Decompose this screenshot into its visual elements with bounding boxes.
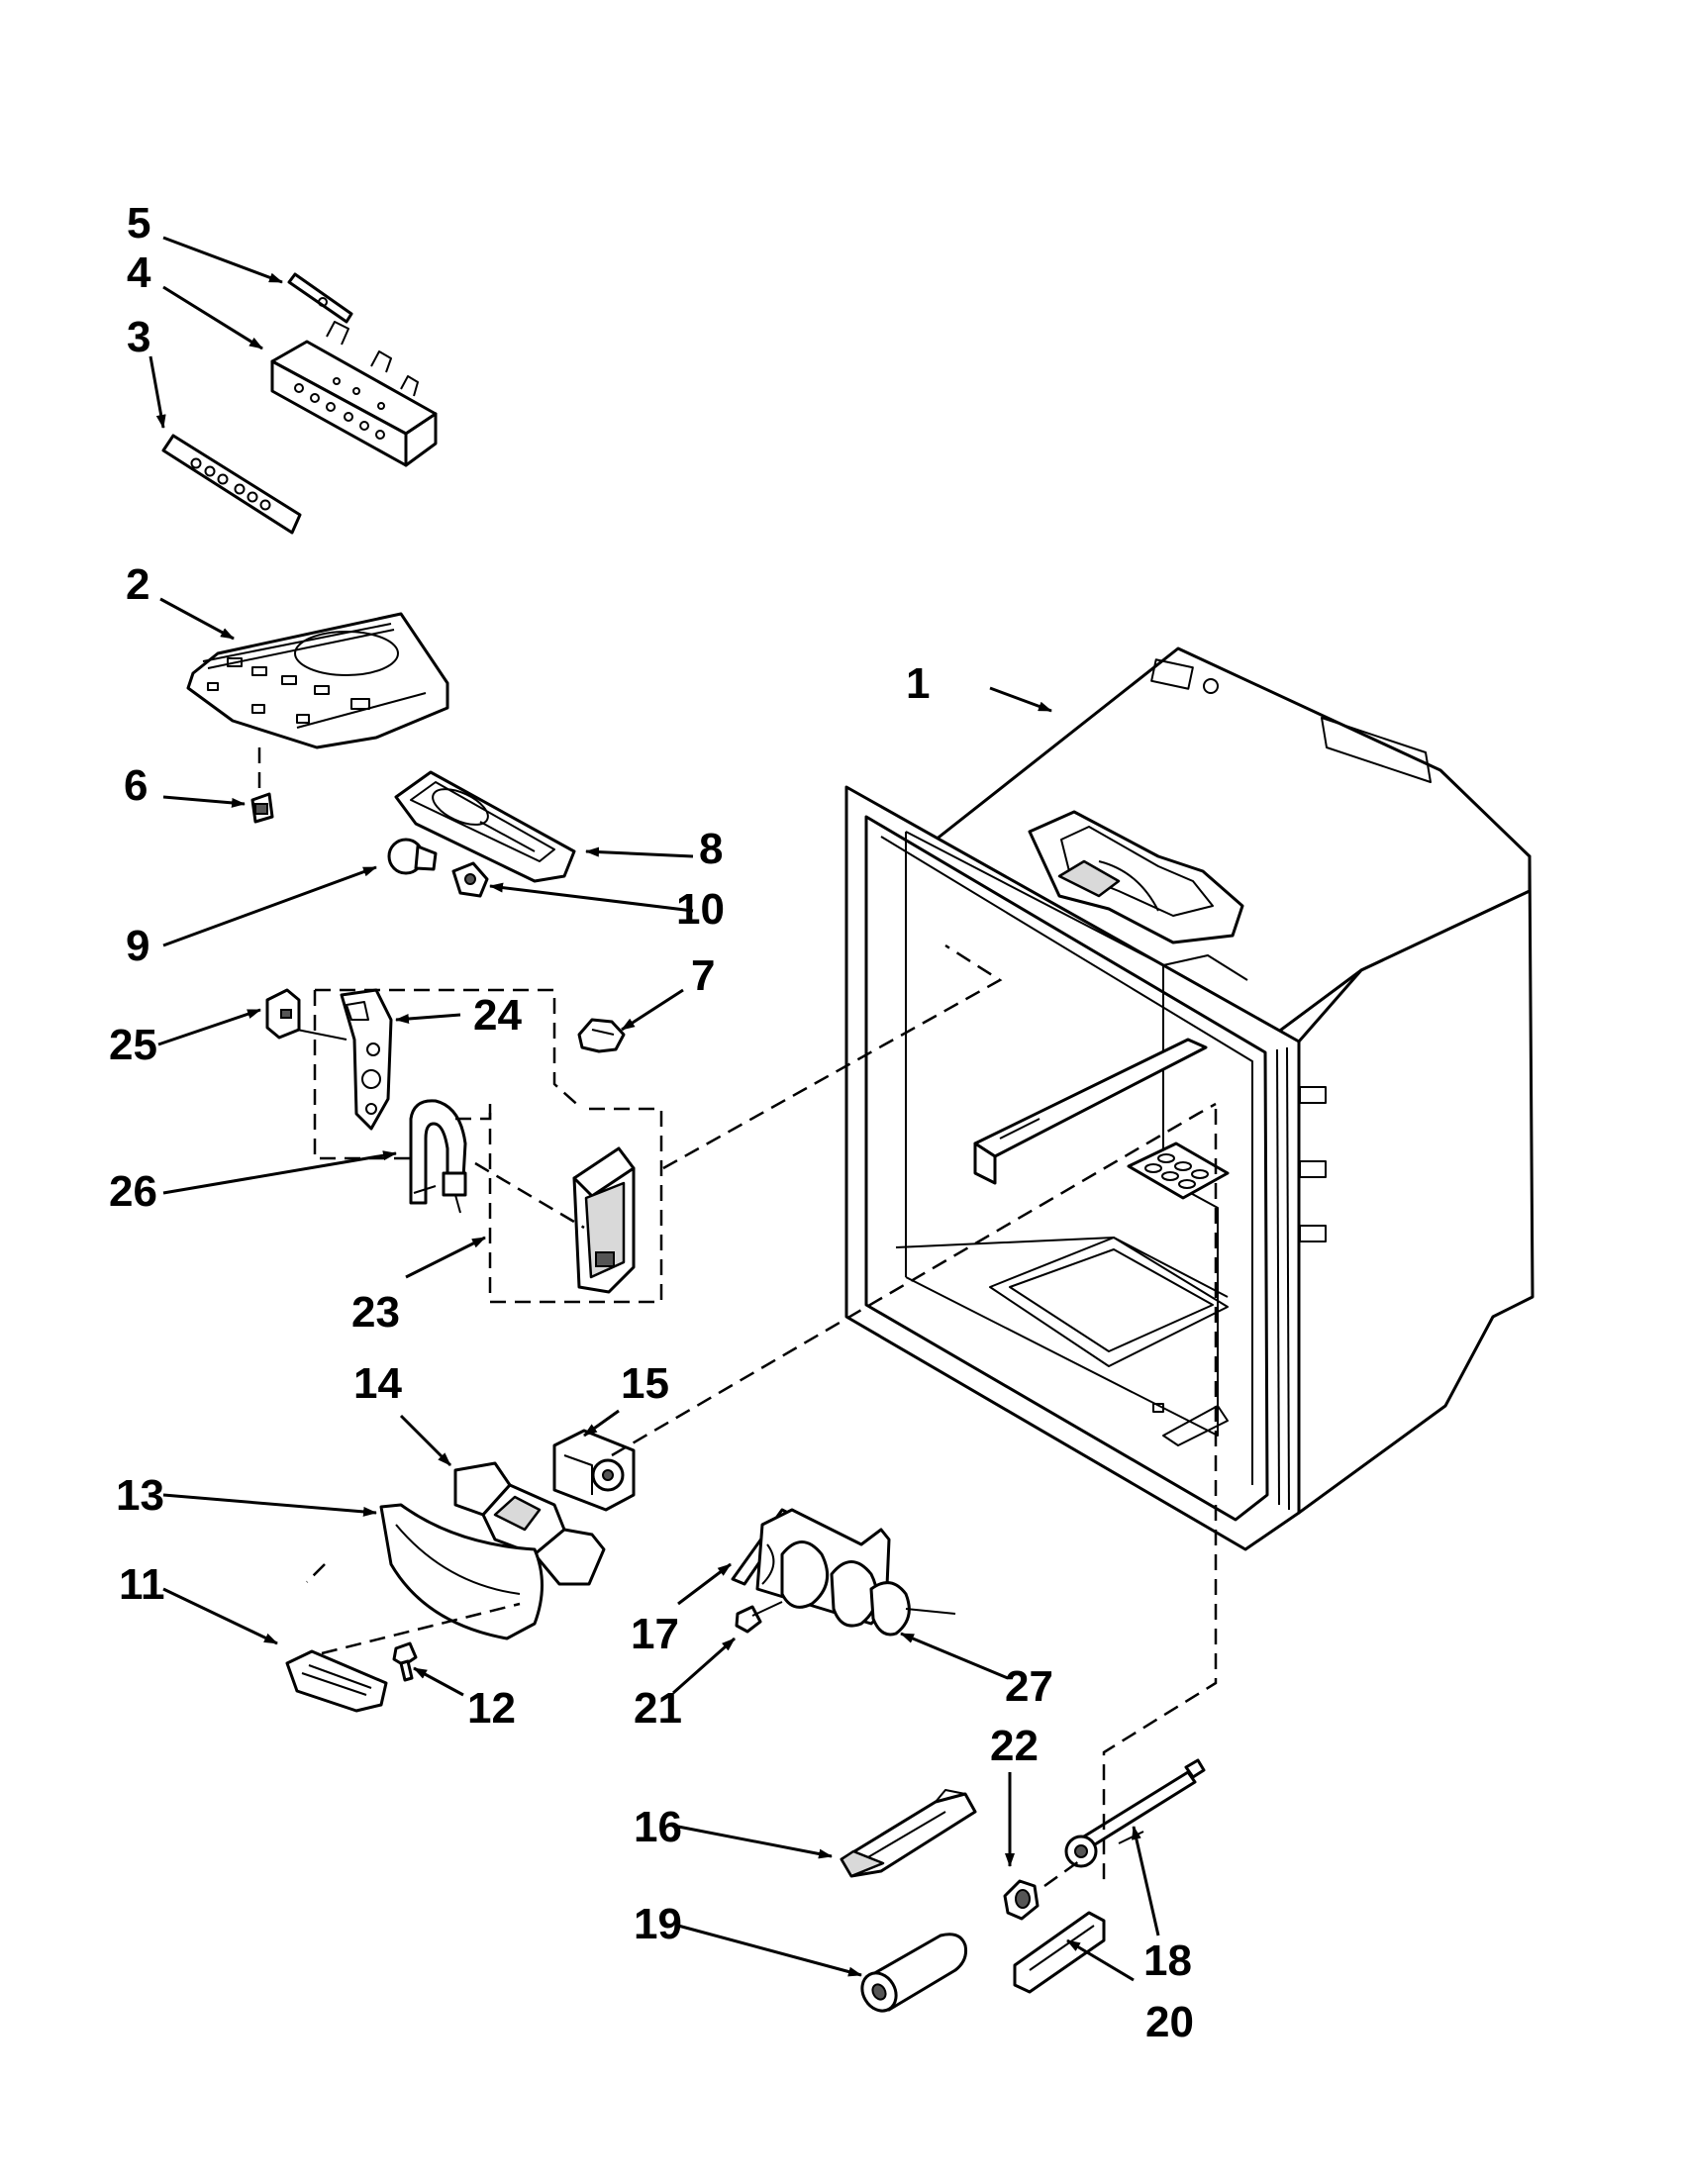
callout-8: 8 bbox=[699, 825, 723, 873]
callout-18: 18 bbox=[1143, 1936, 1192, 1985]
callout-27: 27 bbox=[1005, 1662, 1053, 1711]
callout-2: 2 bbox=[126, 560, 149, 609]
light-housing-part bbox=[394, 770, 576, 883]
callout-10: 10 bbox=[676, 885, 725, 934]
door-switch-part bbox=[265, 988, 301, 1040]
callout-13: 13 bbox=[116, 1471, 164, 1520]
ice-chute-part bbox=[453, 1461, 606, 1586]
clip-part bbox=[577, 1018, 626, 1053]
assembly-lines bbox=[306, 943, 1218, 1888]
leader-arrows bbox=[149, 236, 1160, 1982]
dispenser-motor-part bbox=[552, 1429, 636, 1512]
valve-screw-part bbox=[735, 1601, 783, 1634]
callout-20: 20 bbox=[1145, 1998, 1194, 2046]
light-bulb-part bbox=[387, 838, 438, 875]
filter-head-part bbox=[1064, 1758, 1206, 1868]
callout-16: 16 bbox=[634, 1803, 682, 1851]
callout-17: 17 bbox=[631, 1610, 679, 1658]
control-overlay-part bbox=[161, 434, 302, 535]
control-cover-part bbox=[186, 612, 449, 792]
water-tubing-part bbox=[780, 1540, 956, 1637]
filter-cover-part bbox=[1013, 1911, 1106, 1994]
callout-1: 1 bbox=[906, 659, 930, 708]
callout-21: 21 bbox=[634, 1684, 682, 1733]
callout-7: 7 bbox=[691, 951, 715, 1000]
filter-housing-part bbox=[840, 1789, 977, 1878]
callout-4: 4 bbox=[127, 248, 151, 297]
actuator-bracket-part bbox=[296, 988, 583, 1160]
bracket-pin-part bbox=[287, 272, 353, 324]
callout-5: 5 bbox=[127, 199, 150, 248]
callout-23: 23 bbox=[351, 1288, 400, 1337]
callout-25: 25 bbox=[109, 1021, 157, 1069]
callout-11: 11 bbox=[119, 1560, 165, 1609]
callout-22: 22 bbox=[990, 1722, 1039, 1770]
callout-labels: 1 2 3 4 5 6 7 8 9 10 11 12 13 14 15 16 1… bbox=[109, 199, 1194, 2046]
switch-part bbox=[250, 792, 274, 824]
dispenser-housing-part bbox=[455, 1104, 663, 1304]
callout-14: 14 bbox=[353, 1359, 402, 1408]
callout-6: 6 bbox=[124, 761, 148, 810]
control-housing-part bbox=[270, 321, 438, 467]
callout-15: 15 bbox=[621, 1359, 669, 1408]
callout-26: 26 bbox=[109, 1167, 157, 1216]
dispenser-bezel-part bbox=[379, 1503, 544, 1640]
paddle-cover-part bbox=[285, 1649, 388, 1713]
callout-12: 12 bbox=[467, 1684, 516, 1733]
screw-part bbox=[392, 1641, 418, 1682]
callout-3: 3 bbox=[127, 313, 150, 361]
light-socket-part bbox=[451, 861, 489, 898]
filter-cap-part bbox=[1003, 1879, 1040, 1921]
water-filter-part bbox=[860, 1933, 967, 2013]
water-tube-part bbox=[409, 1099, 467, 1214]
callout-19: 19 bbox=[634, 1900, 682, 1948]
callout-9: 9 bbox=[126, 922, 149, 970]
cabinet-liner-part bbox=[844, 646, 1535, 1551]
callout-24: 24 bbox=[473, 991, 522, 1040]
